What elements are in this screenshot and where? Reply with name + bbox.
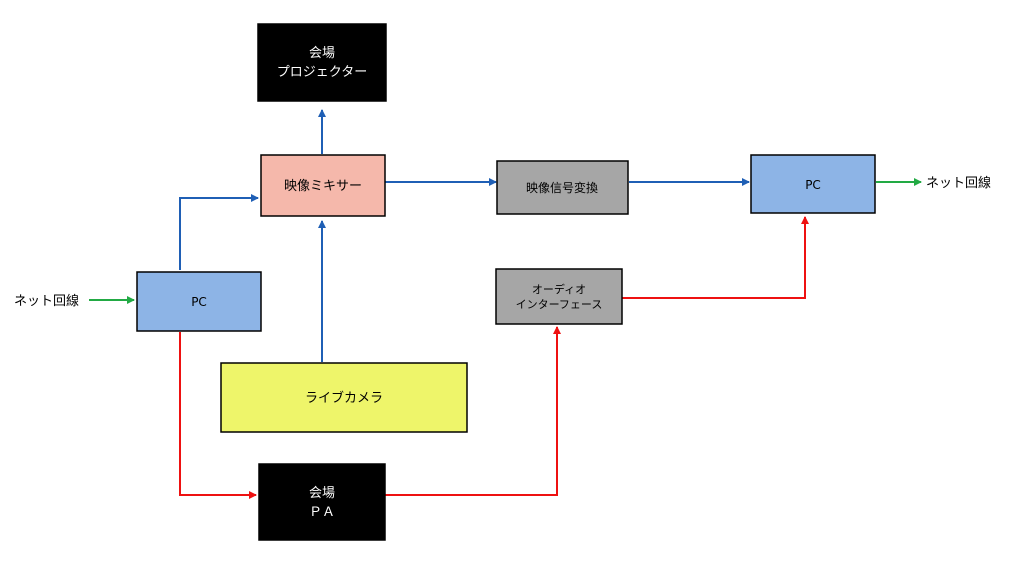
label-net-right: ネット回線: [926, 175, 991, 191]
node-video-signal-converter: 映像信号変換: [496, 160, 629, 215]
node-venue-pa-line1: 会場: [309, 486, 335, 501]
node-audio-interface-line1: オーディオ: [532, 282, 586, 296]
node-audio-interface-line2: インターフェース: [516, 298, 603, 311]
node-pc-right: PC: [750, 154, 876, 214]
node-pc-left: PC: [136, 271, 262, 332]
node-venue-pa-line2: ＰＡ: [309, 505, 335, 520]
node-video-mixer-label: 映像ミキサー: [284, 179, 362, 194]
node-video-mixer: 映像ミキサー: [260, 154, 386, 217]
node-live-camera: ライブカメラ: [220, 362, 468, 433]
node-audio-interface: オーディオ インターフェース: [495, 268, 623, 325]
edge-pa-to-audioif: [385, 326, 561, 496]
node-pc-right-label: PC: [805, 178, 821, 192]
node-venue-pa: 会場 ＰＡ: [258, 463, 386, 541]
node-venue-projector-line1: 会場: [309, 46, 335, 61]
label-net-left: ネット回線: [14, 293, 79, 309]
node-pc-left-label: PC: [191, 295, 207, 309]
node-live-camera-label: ライブカメラ: [305, 390, 383, 406]
node-venue-projector-line2: プロジェクター: [277, 65, 367, 80]
edge-pcleft-to-mixer: [179, 194, 259, 270]
edge-audioif-to-pcright: [622, 216, 809, 299]
node-venue-projector: 会場 プロジェクター: [257, 23, 387, 102]
node-video-signal-converter-label: 映像信号変換: [526, 180, 598, 195]
edge-pcleft-to-pa: [179, 332, 257, 499]
